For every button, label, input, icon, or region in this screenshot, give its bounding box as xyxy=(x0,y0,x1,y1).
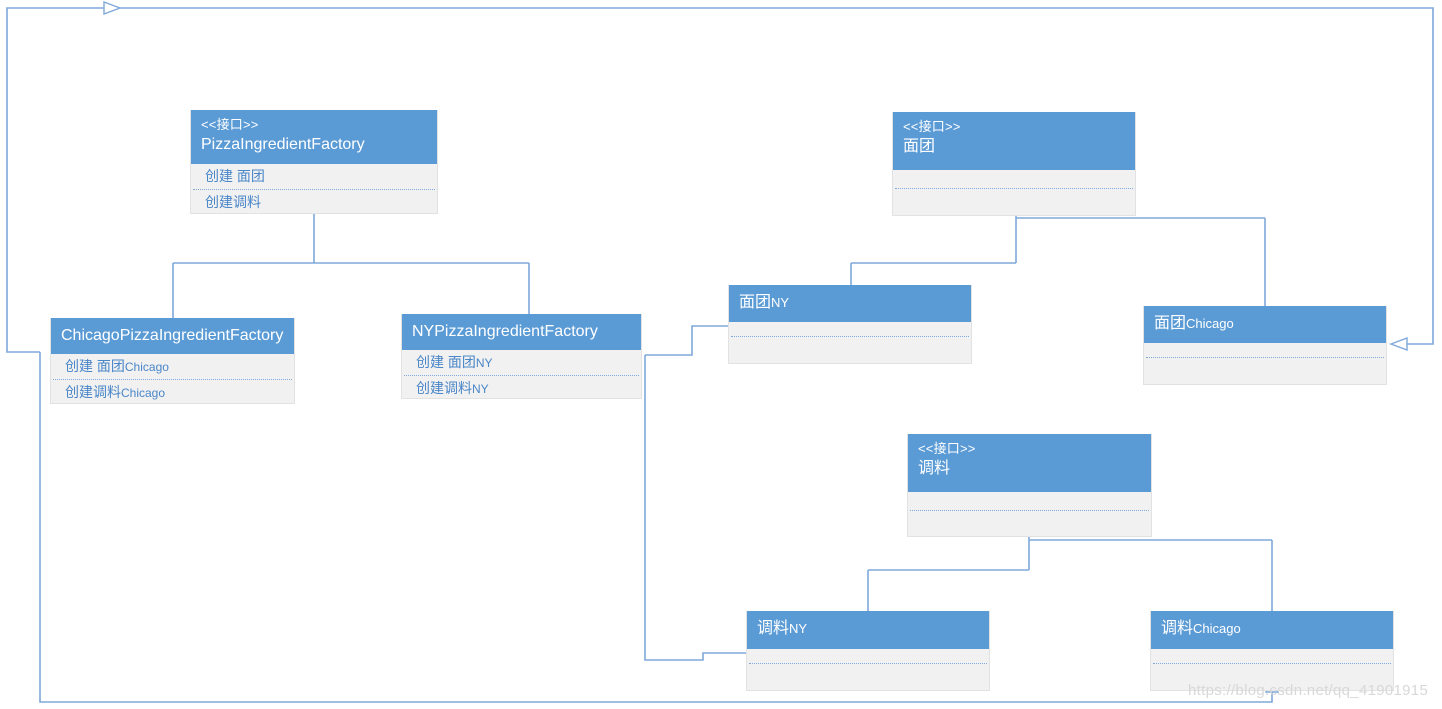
class-body xyxy=(1151,649,1393,678)
class-header: <<接口>> PizzaIngredientFactory xyxy=(191,110,437,164)
class-header: <<接口>> 面团 xyxy=(893,112,1135,170)
class-body xyxy=(893,170,1135,207)
class-box-sauce-interface[interactable]: <<接口>> 调料 xyxy=(907,434,1152,537)
class-name-suffix: Chicago xyxy=(1193,621,1241,636)
class-header: <<接口>> 调料 xyxy=(908,434,1151,492)
class-name-label: 面团NY xyxy=(739,292,961,314)
class-body: 创建 面团 创建调料 xyxy=(191,164,437,216)
class-box-dough-ny[interactable]: 面团NY xyxy=(728,285,972,364)
class-member: 创建 面团 xyxy=(205,168,265,184)
class-member: 创建调料Chicago xyxy=(51,380,294,405)
member-separator xyxy=(749,663,987,664)
empty-member-row xyxy=(747,664,989,678)
arrowhead-top-right xyxy=(103,0,122,16)
member-text: 创建调料 xyxy=(416,380,472,397)
empty-member-row xyxy=(729,322,971,336)
class-name-base: 调料 xyxy=(757,620,790,637)
empty-member-row xyxy=(1151,664,1393,678)
member-separator xyxy=(731,336,969,337)
class-name-label: 面团Chicago xyxy=(1154,313,1376,335)
empty-member-row xyxy=(747,649,989,663)
class-box-sauce-ny[interactable]: 调料NY xyxy=(746,611,990,691)
empty-member-row xyxy=(893,170,1135,188)
generalization-sauce-tree xyxy=(867,537,1273,612)
class-box-dough-chicago[interactable]: 面团Chicago xyxy=(1143,306,1387,385)
member-separator xyxy=(910,510,1149,511)
empty-member-row xyxy=(893,189,1135,207)
empty-member-row xyxy=(1144,358,1386,372)
member-separator xyxy=(53,379,292,381)
empty-member-row xyxy=(729,337,971,351)
generalization-factory-tree xyxy=(172,212,530,318)
member-separator xyxy=(193,189,435,191)
class-name-label: 面团 xyxy=(903,137,936,155)
class-body xyxy=(747,649,989,678)
arrowhead-dough-chicago-left xyxy=(1389,336,1408,352)
class-body: 创建 面团Chicago 创建调料Chicago xyxy=(51,354,294,406)
class-name-suffix: Chicago xyxy=(1186,316,1234,331)
stereotype-label: <<接口>> xyxy=(918,441,976,456)
class-member: 创建 面团NY xyxy=(402,350,641,375)
class-member: 创建调料NY xyxy=(402,376,641,401)
member-suffix: NY xyxy=(472,382,489,397)
member-separator xyxy=(1146,357,1384,358)
member-separator xyxy=(895,188,1133,189)
member-text: 创建 面团 xyxy=(65,358,125,374)
class-header: NYPizzaIngredientFactory xyxy=(402,314,641,350)
class-header: 面团NY xyxy=(729,285,971,322)
member-suffix: NY xyxy=(475,356,493,370)
class-box-pizza-ingredient-factory[interactable]: <<接口>> PizzaIngredientFactory 创建 面团 创建调料 xyxy=(190,110,438,214)
stereotype-label: <<接口>> xyxy=(903,119,961,134)
empty-member-row xyxy=(1144,343,1386,357)
class-body: 创建 面团NY 创建调料NY xyxy=(402,350,641,402)
class-header: 调料NY xyxy=(747,611,989,649)
empty-member-row xyxy=(908,492,1151,510)
class-name-base: 面团 xyxy=(1154,315,1187,332)
class-box-chicago-pizza-ingredient-factory[interactable]: ChicagoPizzaIngredientFactory 创建 面团Chica… xyxy=(50,318,295,404)
class-name-label: 调料Chicago xyxy=(1161,618,1383,640)
class-name-base: 调料 xyxy=(1161,620,1194,637)
member-text: 创建调料 xyxy=(65,384,121,401)
class-name-label: 调料NY xyxy=(757,618,979,640)
empty-member-row xyxy=(1151,649,1393,663)
class-member: 创建调料 xyxy=(205,194,261,211)
class-box-ny-pizza-ingredient-factory[interactable]: NYPizzaIngredientFactory 创建 面团NY 创建调料NY xyxy=(401,314,642,399)
class-member: 创建 面团Chicago xyxy=(51,354,294,379)
class-name-label: PizzaIngredientFactory xyxy=(201,135,365,153)
class-name-base: 面团 xyxy=(739,294,772,311)
member-separator xyxy=(1153,663,1391,664)
class-header: ChicagoPizzaIngredientFactory xyxy=(51,318,294,354)
class-name-suffix: NY xyxy=(789,621,808,636)
dependency-ny-factory-to-sauce-ny xyxy=(644,355,746,661)
watermark-label: https://blog.csdn.net/qq_41901915 xyxy=(1188,682,1429,699)
empty-member-row xyxy=(908,511,1151,529)
member-suffix: Chicago xyxy=(121,386,166,401)
member-separator xyxy=(404,375,639,377)
class-box-dough-interface[interactable]: <<接口>> 面团 xyxy=(892,112,1136,216)
stereotype-label: <<接口>> xyxy=(201,117,259,132)
class-body xyxy=(908,492,1151,529)
class-box-sauce-chicago[interactable]: 调料Chicago xyxy=(1150,611,1394,691)
class-name-label: 调料 xyxy=(918,459,951,477)
class-body xyxy=(729,322,971,351)
class-name-label: NYPizzaIngredientFactory xyxy=(412,323,598,340)
class-name-label: ChicagoPizzaIngredientFactory xyxy=(61,327,284,344)
class-header: 面团Chicago xyxy=(1144,306,1386,343)
member-text: 创建 面团 xyxy=(416,354,476,370)
member-suffix: Chicago xyxy=(124,360,169,374)
class-header: 调料Chicago xyxy=(1151,611,1393,649)
class-name-suffix: NY xyxy=(771,295,790,310)
class-body xyxy=(1144,343,1386,372)
dependency-ny-factory-to-dough-ny xyxy=(645,325,728,356)
